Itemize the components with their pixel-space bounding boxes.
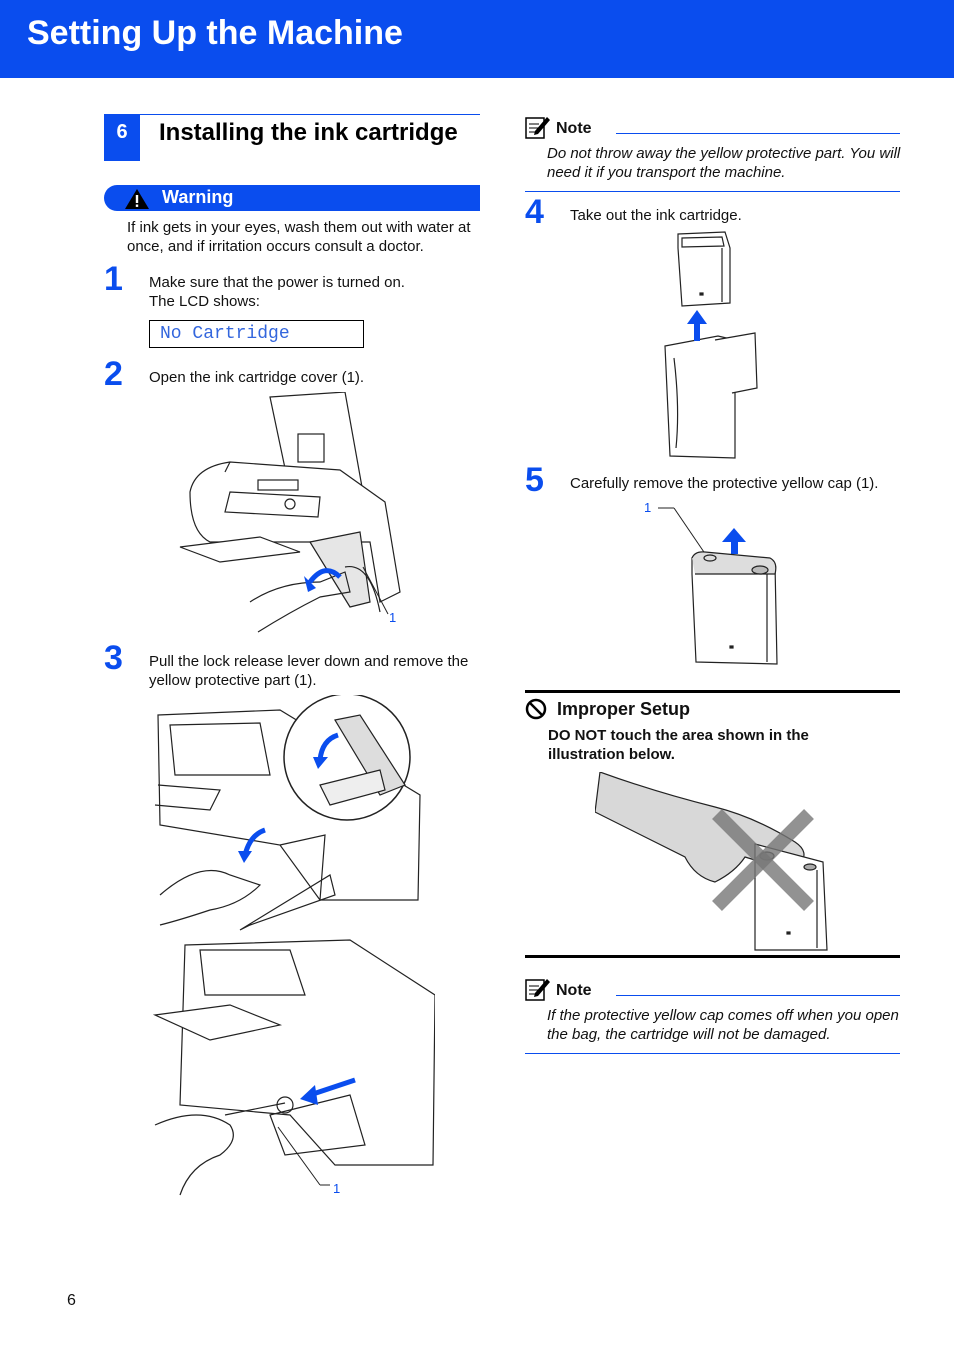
note-rule-2 <box>616 995 900 996</box>
page-title: Setting Up the Machine <box>27 14 403 52</box>
lcd-text: No Cartridge <box>160 324 290 344</box>
step-number-5: 5 <box>525 461 544 499</box>
step-text-5: Carefully remove the protective yellow c… <box>570 475 879 492</box>
step-text-2: Open the ink cartridge cover (1). <box>149 369 365 386</box>
step-number-4: 4 <box>525 193 544 231</box>
section-number: 6 <box>104 114 140 161</box>
warning-triangle-icon <box>125 189 149 209</box>
step-number-3: 3 <box>104 639 123 677</box>
note-text-2: If the protective yellow cap comes off w… <box>547 1007 899 1043</box>
callout-label-step2: 1 <box>389 610 396 625</box>
note-label-1: Note <box>556 120 592 137</box>
warning-label: Warning <box>162 187 234 207</box>
note-pencil-icon <box>525 117 550 139</box>
lcd-display: No Cartridge <box>149 320 364 348</box>
note-rule-1 <box>616 133 900 134</box>
callout-label-step5: 1 <box>644 500 651 515</box>
step-text-1: Make sure that the power is turned on. <box>149 274 405 291</box>
prohibited-icon <box>525 698 547 720</box>
note-pencil-icon <box>525 979 550 1001</box>
step-text-1b: The LCD shows: <box>149 293 260 310</box>
do-not-touch-illustration <box>595 772 828 951</box>
warning-bar: Warning <box>104 185 480 211</box>
header-bar: Setting Up the Machine <box>0 0 954 78</box>
printer-cover-illustration: 1 <box>179 392 401 633</box>
page-number: 6 <box>67 1292 76 1309</box>
note-box-1: Note Do not throw away the yellow protec… <box>525 115 900 195</box>
lock-lever-illustration: 1 <box>152 695 435 1196</box>
improper-setup-top-rule <box>525 690 900 693</box>
note-box-2: Note If the protective yellow cap comes … <box>525 977 900 1057</box>
note-label-2: Note <box>556 982 592 999</box>
note-bottom-rule-2 <box>525 1053 900 1054</box>
step-number-1: 1 <box>104 260 123 298</box>
section-title: Installing the ink cartridge <box>159 119 458 146</box>
step-text-3: Pull the lock release lever down and rem… <box>149 653 469 689</box>
warning-text: If ink gets in your eyes, wash them out … <box>127 219 471 255</box>
step-text-4: Take out the ink cartridge. <box>570 207 742 224</box>
improper-setup-bottom-rule <box>525 955 900 958</box>
step-number-2: 2 <box>104 355 123 393</box>
section-rule <box>104 114 480 115</box>
improper-setup-text: DO NOT touch the area shown in the illus… <box>548 727 809 763</box>
cartridge-bag-illustration <box>664 231 758 459</box>
note-text-1: Do not throw away the yellow protective … <box>547 145 901 181</box>
cartridge-cap-illustration: 1 <box>644 500 778 665</box>
callout-label-step3: 1 <box>333 1181 340 1196</box>
note-bottom-rule-1 <box>525 191 900 192</box>
improper-setup-title: Improper Setup <box>557 699 691 719</box>
